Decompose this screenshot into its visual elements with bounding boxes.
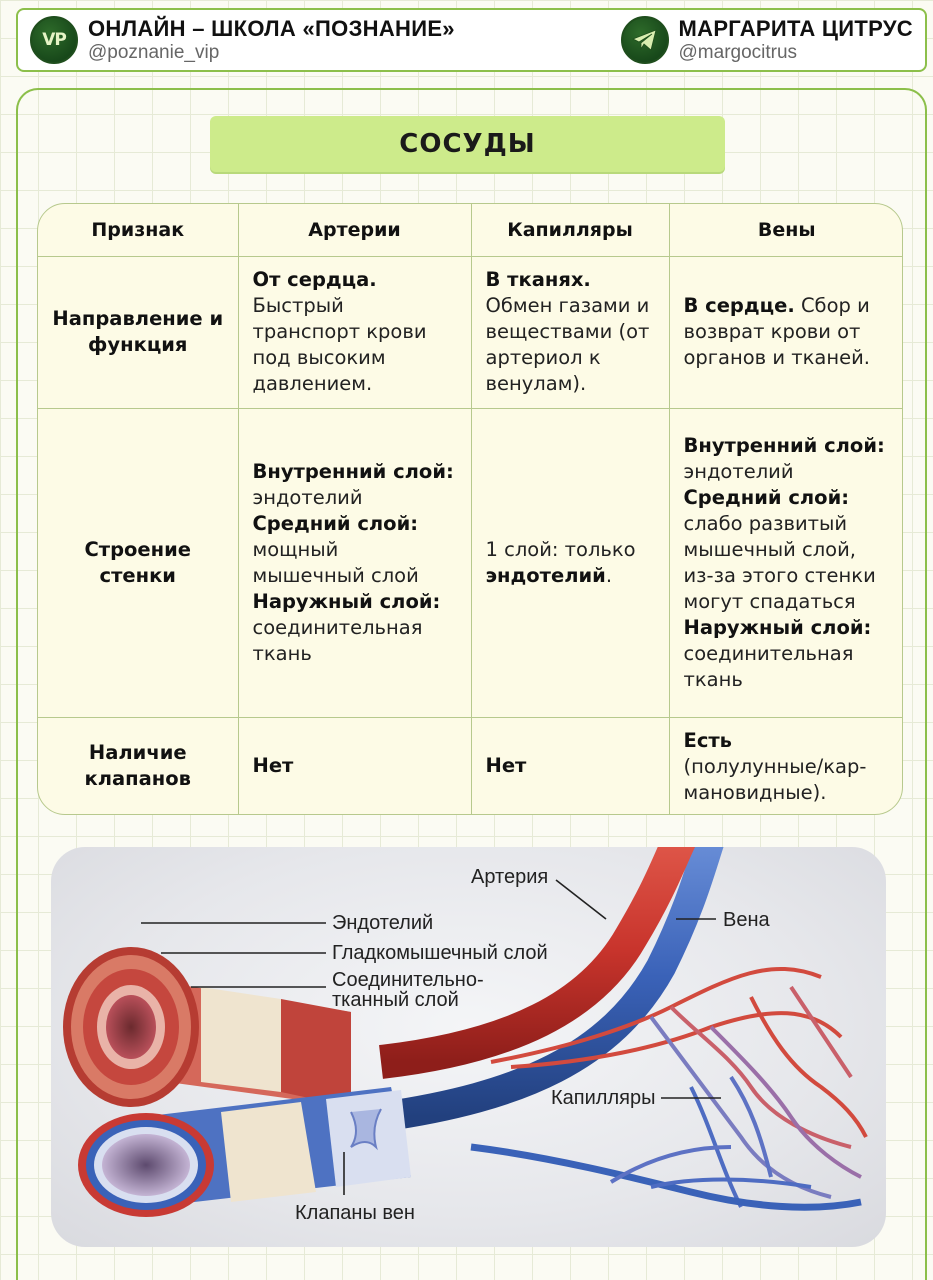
- cell-veins-direction: В сердце. Сбор и возврат крови от органо…: [668, 255, 902, 409]
- row-label-wall: Строение стенки: [38, 407, 239, 718]
- page-title: СОСУДЫ: [210, 116, 725, 172]
- label-connective-1: Соединительно-: [332, 969, 484, 991]
- school-logo: VP: [30, 16, 78, 64]
- vessels-table: Признак Артерии Капилляры Вены Направлен…: [37, 203, 903, 815]
- artery-cross-section: [63, 947, 199, 1107]
- artery-long: [379, 847, 696, 1079]
- cell-capillaries-valves: Нет: [470, 716, 670, 814]
- label-capillaries: Капилляры: [551, 1087, 655, 1109]
- leader-lines: [141, 879, 721, 1195]
- author-title: МАРГАРИТА ЦИТРУС: [678, 16, 913, 42]
- author-brand[interactable]: МАРГАРИТА ЦИТРУС @margocitrus: [620, 16, 913, 64]
- cell-capillaries-direction: В тканях. Обмен газами и веществами (от …: [470, 255, 670, 409]
- vessels-illustration: Артерия Вена Эндотелий Гладкомышечный сл…: [51, 847, 886, 1247]
- label-valves: Клапаны вен: [295, 1202, 415, 1224]
- label-connective-2: тканный слой: [332, 989, 459, 1011]
- table-row: Направление и функция От сердца. Быстрый…: [38, 255, 902, 409]
- cell-veins-wall: Внутренний слой: эндотелий Средний слой:…: [668, 407, 902, 718]
- label-artery: Артерия: [471, 866, 548, 888]
- cell-arteries-direction: От сердца. Быстрый транспорт крови под в…: [237, 255, 472, 409]
- cell-arteries-valves: Нет: [237, 716, 472, 814]
- cell-arteries-wall: Внутренний слой: эндотелий Средний слой:…: [237, 407, 472, 718]
- row-label-direction: Направление и функция: [38, 255, 239, 409]
- author-handle[interactable]: @margocitrus: [678, 41, 798, 63]
- capillary-network: [470, 967, 868, 1211]
- school-brand[interactable]: VP ОНЛАЙН – ШКОЛА «ПОЗНАНИЕ» @poznanie_v…: [30, 16, 455, 64]
- header-bar: VP ОНЛАЙН – ШКОЛА «ПОЗНАНИЕ» @poznanie_v…: [16, 8, 927, 72]
- label-vein: Вена: [723, 909, 771, 931]
- table-row: Строение стенки Внутренний слой: эндотел…: [38, 407, 902, 718]
- row-label-valves: Наличие клапанов: [38, 716, 239, 814]
- label-endothelium: Эндотелий: [332, 912, 433, 934]
- cell-veins-valves: Есть(полулунные/кар­мановидные).: [668, 716, 902, 814]
- school-title: ОНЛАЙН – ШКОЛА «ПОЗНАНИЕ»: [88, 16, 455, 42]
- header-arteries: Артерии: [237, 204, 472, 257]
- vein-long: [378, 847, 724, 1132]
- telegram-plane-icon: [620, 16, 669, 64]
- vessels-diagram: Артерия Вена Эндотелий Гладкомышечный сл…: [63, 847, 868, 1224]
- table-row: Наличие клапанов Нет Нет Есть(полулунные…: [38, 716, 902, 814]
- vein-cross-section: [78, 1113, 214, 1217]
- label-smooth-muscle: Гладкомышечный слой: [332, 942, 548, 964]
- content-frame: [16, 88, 927, 1280]
- school-handle[interactable]: @poznanie_vip: [88, 41, 220, 63]
- header-capillaries: Капилляры: [470, 204, 670, 257]
- header-feature: Признак: [38, 204, 239, 257]
- header-veins: Вены: [668, 204, 902, 257]
- vein-valve: [350, 1108, 382, 1151]
- cell-capillaries-wall: 1 слой: только эндотелий.: [470, 407, 670, 718]
